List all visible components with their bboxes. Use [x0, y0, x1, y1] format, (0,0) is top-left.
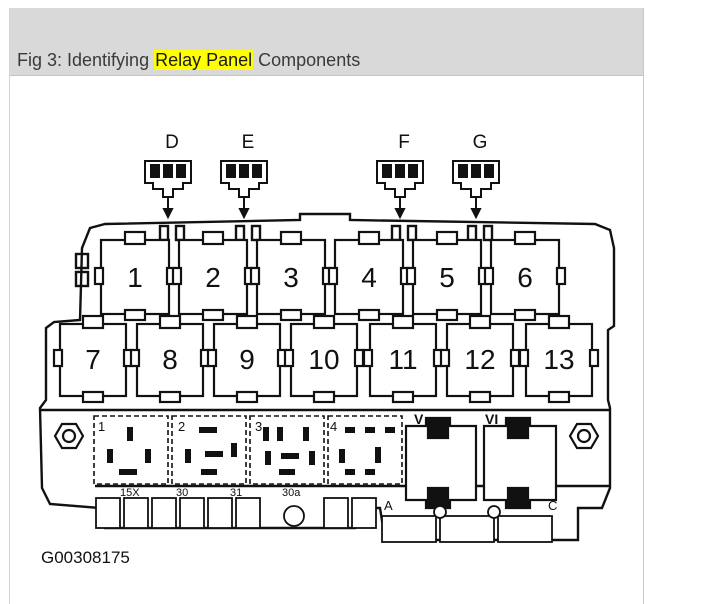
figure-caption: Fig 3: Identifying Relay Panel Component…: [17, 50, 360, 71]
pin-block-number-4: 4: [330, 419, 337, 434]
pin-blocks: [93, 415, 403, 485]
terminal-label-15x: 15X: [120, 487, 140, 499]
relay-socket-11: [362, 314, 444, 404]
pin-glyphs: [107, 427, 395, 475]
fuse-label-vi: VI: [485, 411, 498, 427]
caption-bar: Fig 3: Identifying Relay Panel Component…: [10, 8, 643, 76]
relay-socket-3: [249, 230, 333, 322]
terminal-label-31: 31: [230, 487, 242, 499]
relay-socket-9: [206, 314, 288, 404]
corner-label-c: C: [548, 498, 557, 513]
caption-suffix: Components: [253, 50, 361, 70]
relay-number-7: 7: [85, 344, 101, 375]
caption-highlight: Relay Panel: [154, 50, 254, 70]
connector-d: [144, 160, 192, 220]
relay-panel-diagram: D E F G 1 2 3 4 5 6: [38, 132, 616, 543]
pin-block-4: [327, 415, 403, 485]
fuse-label-v: V: [414, 411, 424, 427]
relay-socket-4: [327, 230, 411, 322]
pin-block-2: [171, 415, 247, 485]
relay-numbers-top: 1 2 3 4 5 6: [127, 262, 533, 293]
relay-number-13: 13: [543, 344, 574, 375]
connector-label-d: D: [165, 132, 179, 153]
pin-block-1: [93, 415, 169, 485]
relay-number-4: 4: [361, 262, 377, 293]
relay-socket-5: [405, 230, 489, 322]
right-bolt-icon: [568, 422, 600, 450]
pin-block-number-2: 2: [178, 419, 185, 434]
connector-g: [452, 160, 500, 220]
relay-row-bottom: [52, 314, 600, 404]
left-bolt-icon: [53, 422, 85, 450]
relay-socket-1: [93, 230, 177, 322]
connector-label-e: E: [242, 132, 255, 153]
pin-block-number-3: 3: [255, 419, 262, 434]
connector-label-g: G: [473, 132, 488, 153]
connector-e: [220, 160, 268, 220]
figure-panel: Fig 3: Identifying Relay Panel Component…: [9, 8, 644, 604]
relay-socket-8: [129, 314, 211, 404]
fuse-socket-v: [404, 416, 478, 510]
caption-prefix: Fig 3: Identifying: [17, 50, 155, 70]
fuse-socket-vi: [482, 416, 558, 510]
fuse-socket-labels: V VI: [414, 411, 498, 427]
terminal-label-30: 30: [176, 487, 188, 499]
relay-number-2: 2: [205, 262, 221, 293]
relay-number-6: 6: [517, 262, 533, 293]
terminal-label-30a: 30a: [282, 487, 301, 499]
terminal-strip: [95, 497, 553, 543]
relay-number-9: 9: [239, 344, 255, 375]
mounting-bolts: [53, 422, 600, 450]
connector-f: [376, 160, 424, 220]
relay-number-11: 11: [388, 344, 417, 375]
relay-row-top: [93, 230, 567, 322]
relay-number-12: 12: [464, 344, 495, 375]
connectors: [144, 160, 500, 220]
relay-number-8: 8: [162, 344, 178, 375]
relay-socket-6: [483, 230, 567, 322]
relay-socket-10: [283, 314, 365, 404]
figure-code: G00308175: [41, 548, 130, 567]
connector-label-f: F: [398, 132, 410, 153]
page-margin: [644, 0, 712, 604]
pin-block-number-1: 1: [98, 419, 105, 434]
relay-socket-7: [52, 314, 134, 404]
terminal-labels: 15X 30 31 30a A C: [120, 487, 557, 513]
relay-number-1: 1: [127, 262, 143, 293]
relay-number-3: 3: [283, 262, 299, 293]
relay-number-5: 5: [439, 262, 455, 293]
pin-block-numbers: 1 2 3 4: [98, 419, 337, 434]
relay-numbers-bottom: 7 8 9 10 11 12 13: [85, 344, 574, 375]
relay-socket-13: [518, 314, 600, 404]
relay-socket-2: [171, 230, 255, 322]
relay-socket-12: [439, 314, 521, 404]
corner-label-a: A: [384, 498, 393, 513]
relay-number-10: 10: [308, 344, 339, 375]
fuse-sockets: [404, 416, 558, 510]
pin-block-3: [249, 415, 325, 485]
